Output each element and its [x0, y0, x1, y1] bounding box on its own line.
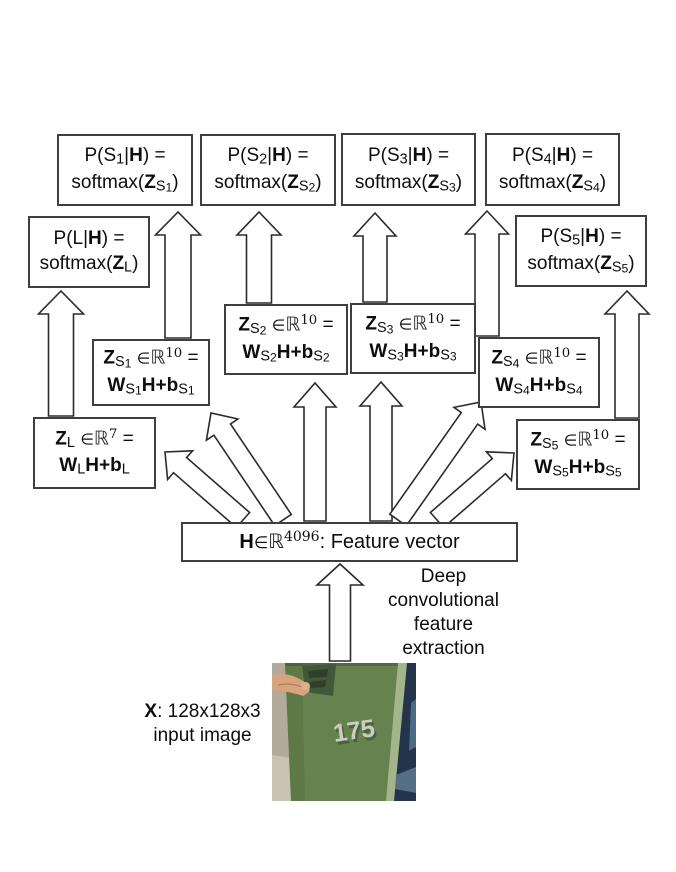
photo-navy-streak	[409, 699, 416, 751]
arrow-image-to-h	[314, 562, 366, 662]
node-logits-length: ZL ∈ℝ7 =WLH+bL	[33, 417, 156, 489]
node-logits-s1: ZS1 ∈ℝ10 =WS1H+bS1	[92, 339, 210, 406]
photo-latch-hole-2	[310, 680, 326, 688]
photo-green-door	[285, 663, 405, 801]
arrow-zs5-to-ps5	[603, 289, 651, 419]
photo-latch-hole-1	[308, 669, 328, 678]
node-prob-s5: P(S5|H) =softmax(ZS5)	[515, 215, 647, 287]
arrow-h-to-zs1	[205, 412, 293, 527]
arrow-h-to-zs5	[429, 450, 515, 529]
photo-digits-shadow: 175	[333, 717, 378, 751]
node-feature-vector: H∈ℝ4096: Feature vector	[181, 522, 518, 562]
input-photo: 175 175	[272, 663, 416, 801]
arrow-h-to-zs2	[292, 381, 338, 522]
node-logits-s3: ZS3 ∈ℝ10 =WS3H+bS3	[350, 303, 476, 374]
node-logits-s2: ZS2 ∈ℝ10 =WS2H+bS2	[224, 304, 348, 375]
node-logits-s4: ZS4 ∈ℝ10 =WS4H+bS4	[478, 337, 600, 408]
arrow-zs3-to-ps3	[352, 211, 398, 303]
photo-hand	[272, 673, 310, 696]
photo-fingertip	[300, 682, 310, 690]
arrow-h-to-zl	[164, 449, 251, 529]
photo-digits: 175	[331, 714, 376, 748]
node-prob-s4: P(S4|H) =softmax(ZS4)	[485, 133, 620, 206]
node-prob-s2: P(S2|H) =softmax(ZS2)	[200, 134, 336, 206]
arrow-zs2-to-ps2	[235, 210, 283, 304]
photo-green-shade	[285, 663, 305, 801]
arrow-h-to-zs4	[388, 401, 487, 527]
photo-top-edge	[285, 663, 405, 666]
node-logits-s5: ZS5 ∈ℝ10 =WS5H+bS5	[516, 419, 640, 490]
node-prob-s1: P(S1|H) =softmax(ZS1)	[57, 134, 193, 206]
node-prob-length: P(L|H) =softmax(ZL)	[28, 216, 150, 288]
photo-navy-strip	[394, 663, 416, 801]
node-prob-s3: P(S3|H) =softmax(ZS3)	[341, 133, 476, 206]
arrow-zs1-to-ps1	[153, 210, 203, 339]
arrow-h-to-zs3	[358, 380, 404, 522]
arrow-zl-to-pl	[36, 289, 86, 417]
photo-door-edge	[386, 663, 407, 801]
photo-finger-line	[277, 683, 303, 688]
photo-blue-bottom	[395, 767, 416, 793]
